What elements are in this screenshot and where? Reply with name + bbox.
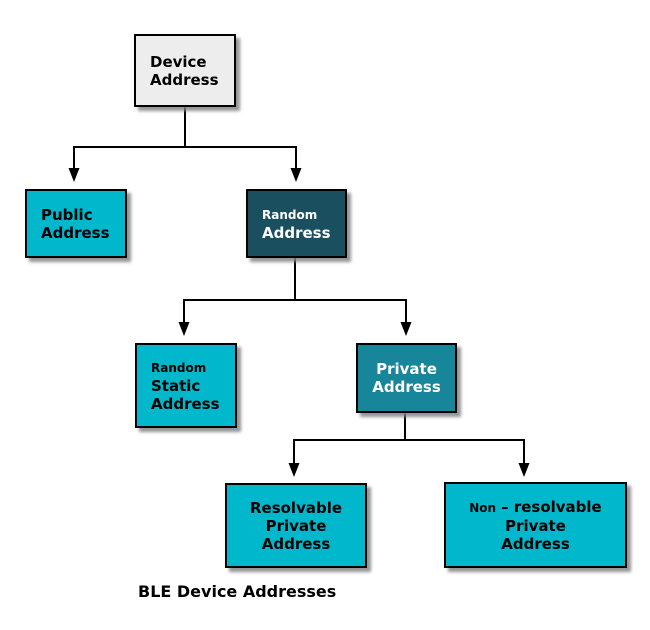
node-label-word-non: Non xyxy=(469,500,497,515)
node-label-line: Address xyxy=(501,534,570,553)
node-label-line: Private xyxy=(265,516,327,535)
node-label-line: Address xyxy=(261,534,331,553)
node-public-address: Public Address xyxy=(25,189,127,258)
node-label-line: Address xyxy=(150,70,219,89)
node-label-line: Address xyxy=(41,223,110,242)
node-non-resolvable-private-address: Non – resolvable Private Address xyxy=(444,482,627,568)
connector-private-to-children xyxy=(288,413,530,477)
node-label-line: Public xyxy=(41,205,93,224)
node-device-address: Device Address xyxy=(134,34,236,107)
arrowhead-to-random-static xyxy=(178,322,190,336)
node-label-line: Address xyxy=(372,378,441,396)
node-label-line: Static xyxy=(151,376,201,395)
diagram-caption: BLE Device Addresses xyxy=(138,582,337,601)
node-label-line: Address xyxy=(262,223,331,242)
node-label-line: Address xyxy=(151,394,220,413)
node-private-address: Private Address xyxy=(356,343,457,413)
connector-random-to-children xyxy=(178,258,412,336)
node-label-line: Non – resolvable xyxy=(469,498,601,517)
node-random-static-address: Random Static Address xyxy=(135,343,237,428)
connector-device-to-children xyxy=(68,107,302,182)
node-label-word-resolvable: – resolvable xyxy=(501,497,602,516)
node-label-line: Device xyxy=(150,52,207,71)
node-label-line: Random xyxy=(151,360,207,375)
arrowhead-to-non-resolvable xyxy=(518,463,530,477)
arrowhead-to-private xyxy=(400,322,412,336)
node-label-line: Private xyxy=(376,360,437,378)
arrowhead-to-random xyxy=(290,168,302,182)
arrowhead-to-public xyxy=(68,168,80,182)
node-random-address: Random Address xyxy=(246,189,347,258)
arrowhead-to-resolvable xyxy=(288,463,300,477)
node-resolvable-private-address: Resolvable Private Address xyxy=(225,483,367,568)
node-label-line: Resolvable xyxy=(249,498,343,517)
node-label-line: Random xyxy=(262,207,318,222)
node-label-line: Private xyxy=(505,516,566,535)
